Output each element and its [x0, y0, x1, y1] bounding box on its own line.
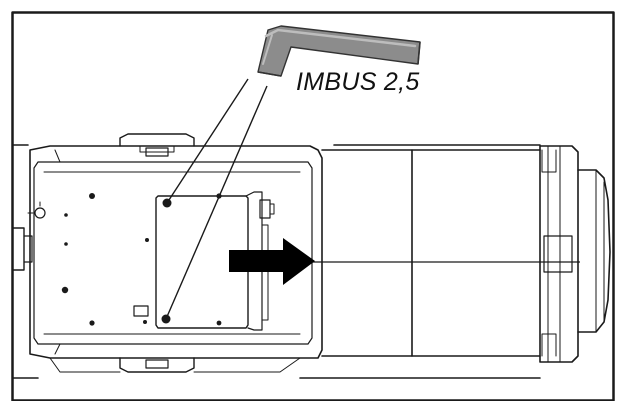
housing-left-inner [33, 161, 313, 345]
leader-lines [165, 78, 268, 320]
housing-left-outline [29, 145, 323, 359]
leader-line-left [166, 78, 249, 204]
front-tab [543, 235, 573, 273]
hex-key-icon [257, 25, 421, 77]
left-connector [12, 227, 25, 271]
body-middle [321, 149, 413, 357]
bottom-clip [119, 357, 195, 373]
lens-ring [577, 169, 611, 333]
access-plate [155, 195, 249, 329]
tool-size-label: IMBUS 2,5 [296, 68, 420, 96]
top-clip [119, 133, 195, 147]
body-front [539, 145, 579, 363]
direction-arrow-icon [229, 238, 315, 285]
leader-line-right [165, 85, 268, 320]
